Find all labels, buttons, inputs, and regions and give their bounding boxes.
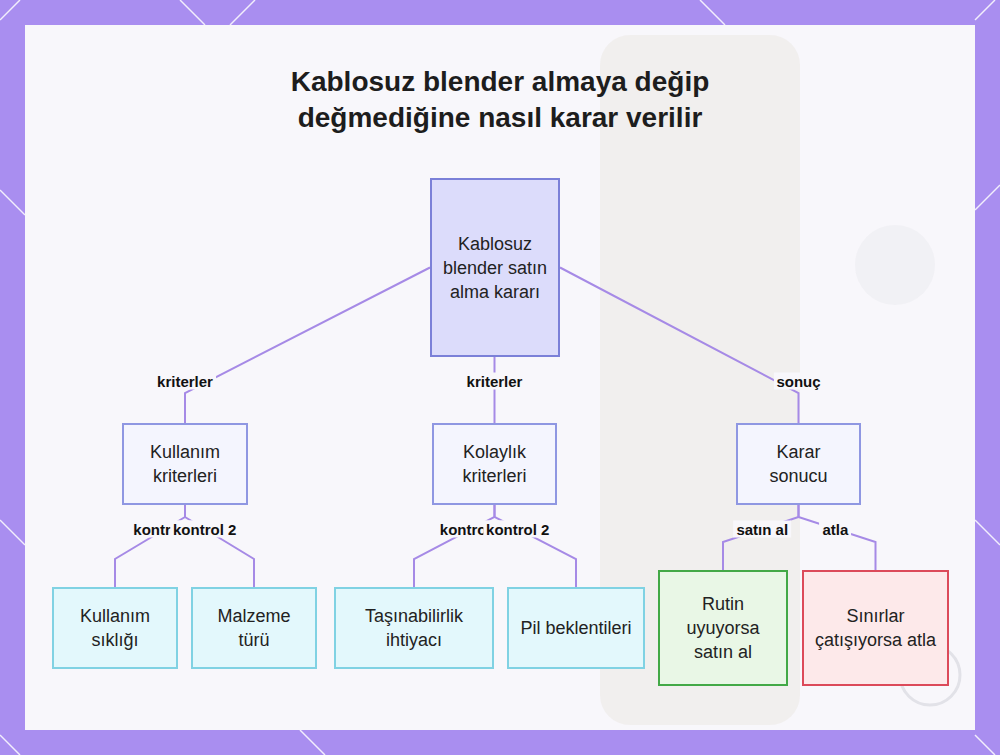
connector-line bbox=[495, 505, 577, 587]
box-text: Kullanım kriterleri bbox=[132, 440, 238, 488]
connector-line bbox=[414, 505, 495, 587]
edge-label: kriterler bbox=[464, 373, 526, 390]
box-text: Rutin uyuyorsa satın al bbox=[668, 592, 778, 664]
box-text: Kablosuz blender satın alma kararı bbox=[440, 232, 550, 304]
edge-label: kriterler bbox=[154, 373, 216, 390]
process-box: Kolaylık kriterleri bbox=[432, 423, 557, 505]
process-box: Pil beklentileri bbox=[507, 587, 645, 669]
box-text: Kolaylık kriterleri bbox=[442, 440, 547, 488]
connector-line bbox=[723, 505, 799, 570]
edge-label: atla bbox=[820, 521, 852, 538]
box-text: Karar sonucu bbox=[746, 440, 851, 488]
process-box: Kablosuz blender satın alma kararı bbox=[430, 178, 560, 357]
box-text: Malzeme türü bbox=[201, 604, 307, 652]
connector-line bbox=[494, 357, 496, 423]
process-box: Taşınabilirlik ihtiyacı bbox=[334, 587, 494, 669]
connector-line bbox=[185, 505, 254, 587]
process-box: Karar sonucu bbox=[736, 423, 861, 505]
process-box: Kullanım kriterleri bbox=[122, 423, 248, 505]
connector-line bbox=[115, 505, 185, 587]
box-text: Kullanım sıklığı bbox=[62, 604, 168, 652]
diagram-title: Kablosuz blender almaya değip değmediğin… bbox=[230, 64, 770, 136]
process-box: Rutin uyuyorsa satın al bbox=[658, 570, 788, 686]
connector-line bbox=[560, 268, 799, 424]
process-box: Malzeme türü bbox=[191, 587, 317, 669]
box-text: Sınırlar çatışıyorsa atla bbox=[812, 604, 939, 652]
edge-label: kontrol 2 bbox=[483, 521, 552, 538]
process-box: Sınırlar çatışıyorsa atla bbox=[802, 570, 949, 686]
connector-line bbox=[185, 268, 430, 424]
box-text: Pil beklentileri bbox=[520, 616, 631, 640]
edge-label: kontrol 2 bbox=[170, 521, 239, 538]
edge-label: satın al bbox=[733, 521, 791, 538]
edge-label: sonuç bbox=[773, 373, 823, 390]
process-box: Kullanım sıklığı bbox=[52, 587, 178, 669]
box-text: Taşınabilirlik ihtiyacı bbox=[344, 604, 484, 652]
connector-line bbox=[799, 505, 876, 570]
